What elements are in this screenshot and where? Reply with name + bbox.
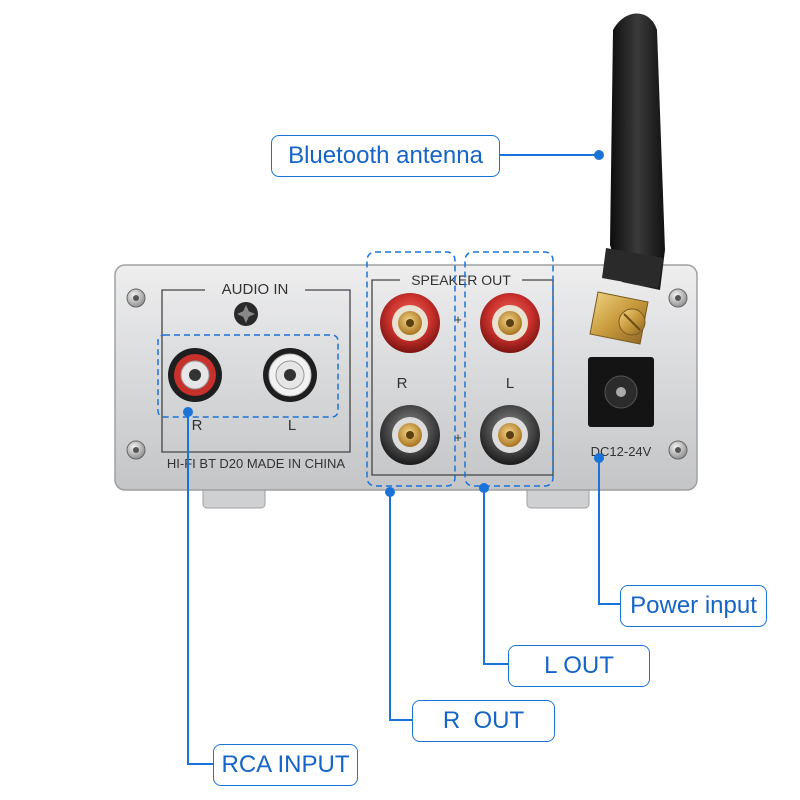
l-out-highlight-box (464, 251, 554, 487)
antenna-icon (589, 13, 665, 345)
speaker-terminal-l-minus-icon (480, 405, 540, 465)
rca-l-label: L (288, 417, 296, 434)
speaker-terminal-l-plus-icon (480, 293, 540, 353)
speaker-out-frame (371, 279, 554, 476)
corner-screw-icon (126, 288, 688, 460)
speaker-minus-label: + (454, 430, 462, 445)
rca-jack-right-icon (168, 348, 222, 402)
speaker-out-label: SPEAKER OUT (411, 272, 511, 288)
r-out-highlight-box (366, 251, 456, 487)
leader-dots (183, 150, 604, 497)
speaker-terminal-r-minus-icon (380, 405, 440, 465)
rca-highlight-box (157, 334, 339, 418)
dc-label: DC12-24V (591, 444, 652, 459)
speaker-plus-label: + (454, 312, 462, 327)
leader-lines (187, 154, 621, 765)
speaker-l-label: L (506, 375, 514, 392)
callout-power-input: Power input (620, 585, 767, 627)
dc-jack-icon (588, 357, 654, 427)
audio-in-label: AUDIO IN (222, 281, 289, 298)
panel-screw-icon (234, 302, 258, 326)
callout-bluetooth-antenna: Bluetooth antenna (271, 135, 500, 177)
callout-rca-input: RCA INPUT (213, 744, 358, 786)
model-label: HI-FI BT D20 MADE IN CHINA (167, 456, 346, 471)
rca-r-label: R (192, 417, 203, 434)
chassis-panel (114, 264, 698, 491)
speaker-terminal-r-plus-icon (380, 293, 440, 353)
audio-in-frame (161, 289, 351, 453)
speaker-r-label: R (397, 375, 408, 392)
callout-r-out: R OUT (412, 700, 555, 742)
rca-jack-left-icon (263, 348, 317, 402)
callout-l-out: L OUT (508, 645, 650, 687)
